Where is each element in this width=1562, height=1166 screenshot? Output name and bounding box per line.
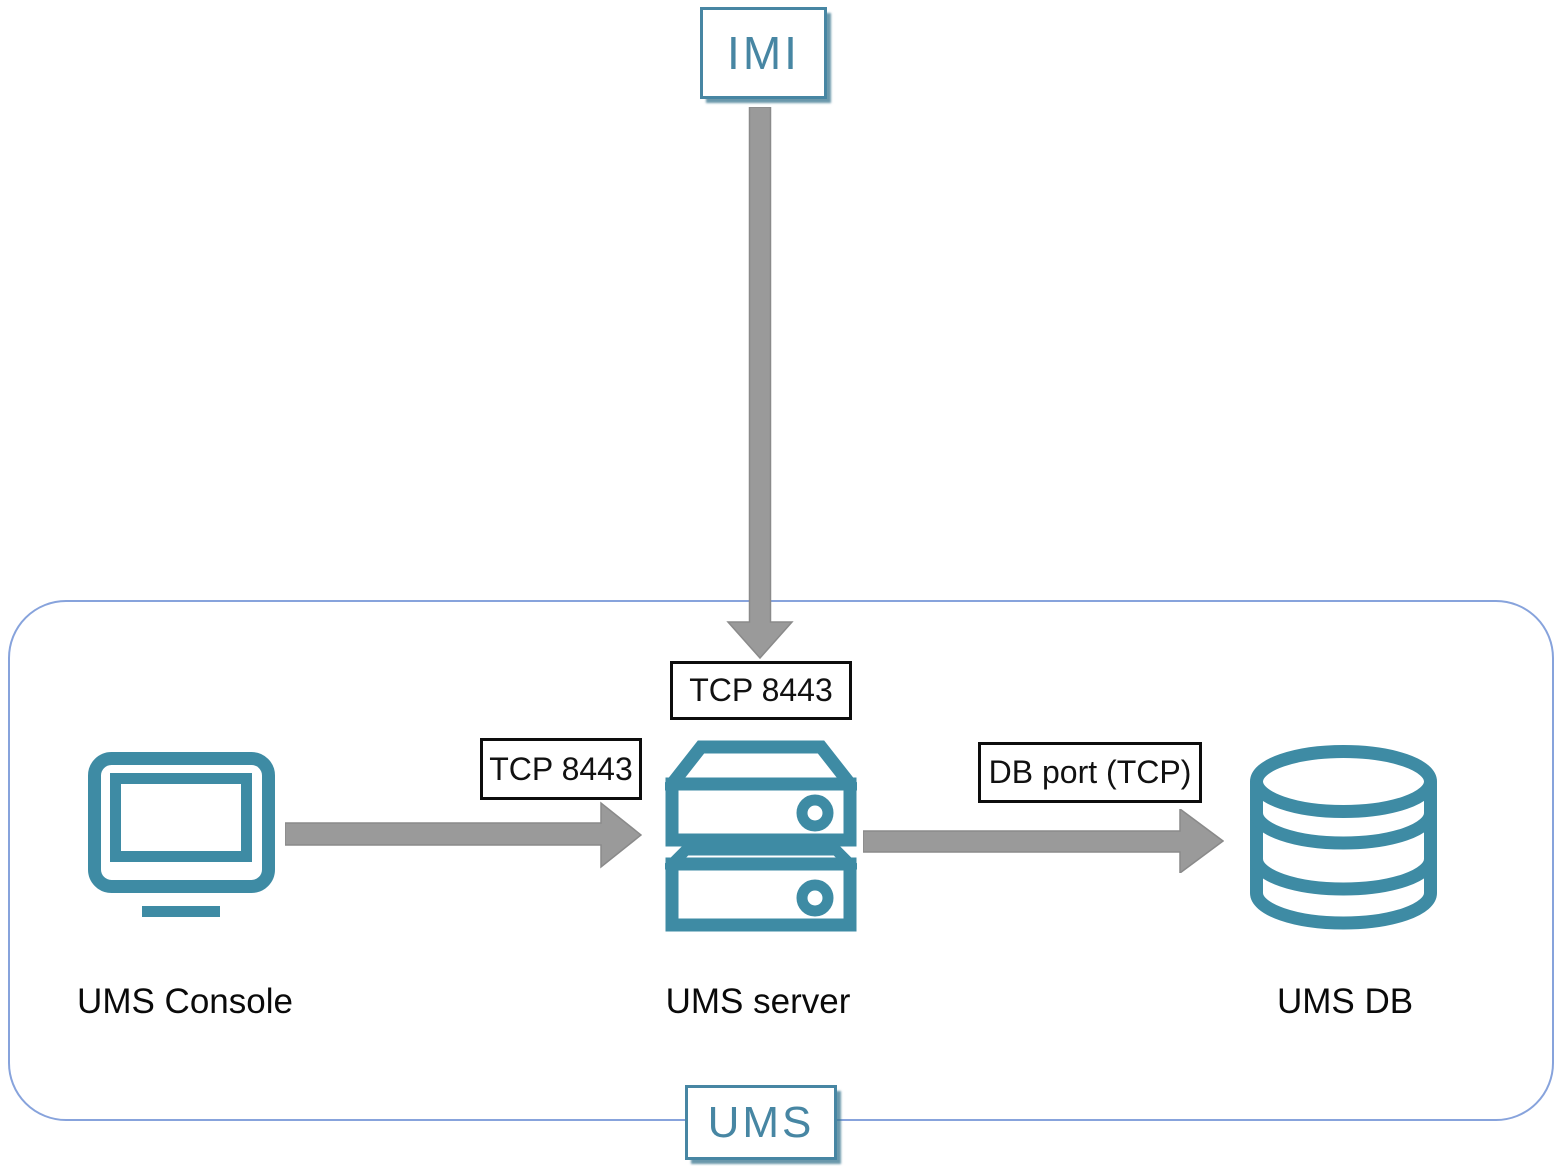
node-label-text: UMS server <box>665 982 851 1021</box>
port-label-text: DB port (TCP) <box>988 754 1192 790</box>
database-icon <box>1250 745 1437 930</box>
port-label-text: TCP 8443 <box>489 750 633 787</box>
port-label-imi-server: TCP 8443 <box>670 661 852 720</box>
port-label-text: TCP 8443 <box>689 672 833 708</box>
port-label-console-server: TCP 8443 <box>480 738 642 800</box>
monitor-icon <box>88 752 275 917</box>
server-icon <box>665 740 857 932</box>
imi-label: IMI <box>727 27 800 79</box>
node-label-text: UMS DB <box>1276 982 1414 1021</box>
node-label-ums-console: UMS Console <box>77 982 293 1022</box>
imi-box: IMI <box>700 7 827 99</box>
ums-group-label-box: UMS <box>685 1085 837 1160</box>
imi-to-server-arrow <box>726 107 794 659</box>
node-label-ums-server: UMS server <box>666 982 851 1022</box>
ums-group-label: UMS <box>707 1097 815 1147</box>
port-label-server-db: DB port (TCP) <box>978 742 1202 803</box>
node-label-ums-db: UMS DB <box>1277 982 1413 1022</box>
node-label-text: UMS Console <box>77 982 293 1021</box>
console-to-server-arrow <box>285 801 642 869</box>
server-to-db-arrow <box>863 809 1224 873</box>
